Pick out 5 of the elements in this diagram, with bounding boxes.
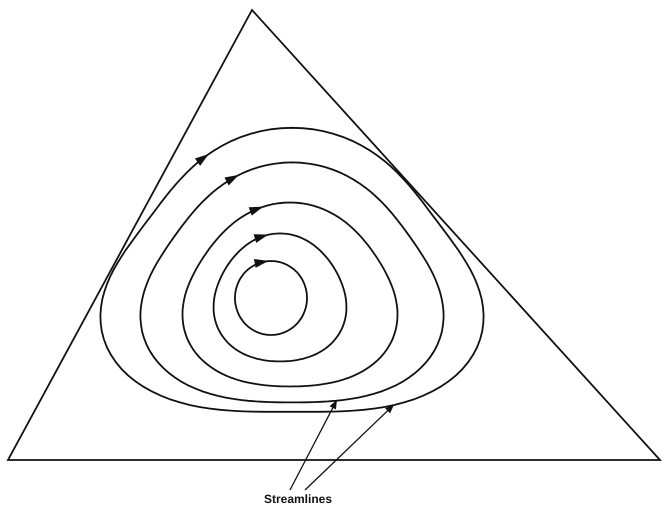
streamline [100,126,484,413]
streamline [234,258,308,336]
leader-line [289,400,338,490]
callout-label: Streamlines [264,492,332,506]
leader-line [304,404,394,490]
